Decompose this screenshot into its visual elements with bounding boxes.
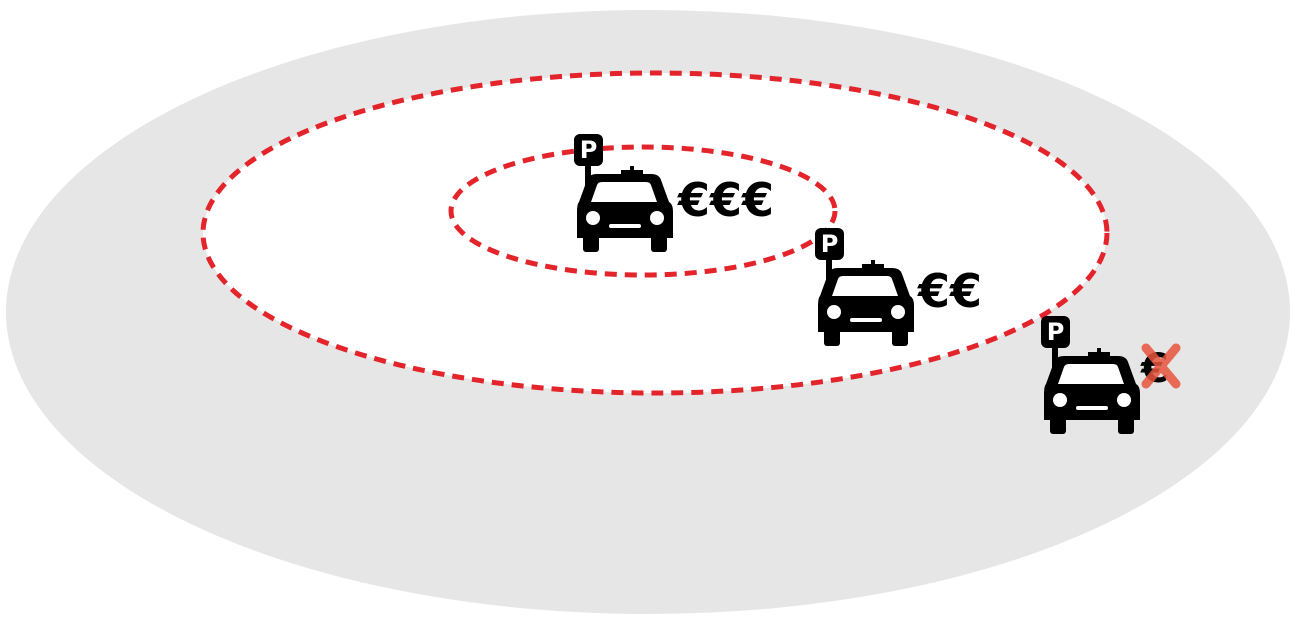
parking-sign-label: P: [1047, 318, 1065, 346]
parking-car-icon-middle: P: [815, 228, 914, 346]
parking-sign-label: P: [580, 136, 598, 164]
parking-car-icon-outer: P: [1041, 316, 1140, 434]
cross-out-icon: [1141, 343, 1181, 389]
price-label-center: €€€: [677, 173, 774, 227]
parking-sign-label: P: [821, 230, 839, 258]
price-label-middle: €€: [917, 264, 982, 318]
parking-car-icon-center: P: [574, 134, 673, 252]
